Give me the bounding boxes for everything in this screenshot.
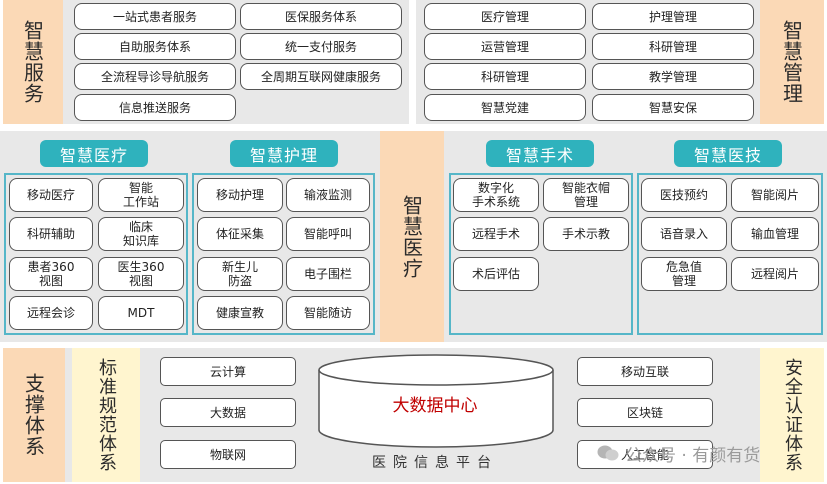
smart-management-label: 智慧管理 (760, 0, 824, 124)
service-item: 全周期互联网健康服务 (240, 63, 402, 90)
service-item: 全流程导诊导航服务 (74, 63, 236, 90)
watermark: 公众号 · 有颜有货 (597, 439, 807, 467)
chat-bubble-icon (597, 445, 619, 461)
medical-item: 智能 工作站 (98, 178, 184, 212)
medtech-item: 危急值 管理 (641, 257, 727, 291)
group-title-nursing: 智慧护理 (230, 140, 338, 167)
nursing-item: 电子围栏 (286, 257, 370, 291)
nursing-item: 体征采集 (197, 217, 283, 251)
medical-item: 科研辅助 (9, 217, 93, 251)
group-frame-nursing (192, 173, 375, 335)
management-item: 智慧党建 (424, 94, 586, 121)
service-item: 统一支付服务 (240, 33, 402, 60)
surgery-item: 数字化 手术系统 (453, 178, 539, 212)
nursing-item: 健康宣教 (197, 296, 283, 330)
nursing-item: 智能随访 (286, 296, 370, 330)
standard-system-label: 标准规范体系 (72, 348, 140, 482)
service-item: 一站式患者服务 (74, 3, 236, 30)
big-data-center-label: 大数据中心 (392, 395, 478, 416)
service-item: 信息推送服务 (74, 94, 236, 121)
medtech-item: 语音录入 (641, 217, 727, 251)
management-item: 医疗管理 (424, 3, 586, 30)
management-item: 护理管理 (592, 3, 754, 30)
nursing-item: 移动护理 (197, 178, 283, 212)
medical-item: 医生360 视图 (98, 257, 184, 291)
management-item: 科研管理 (424, 63, 586, 90)
nursing-item: 输液监测 (286, 178, 370, 212)
service-item: 医保服务体系 (240, 3, 402, 30)
surgery-item: 术后评估 (453, 257, 539, 291)
management-item: 科研管理 (592, 33, 754, 60)
medical-item: 远程会诊 (9, 296, 93, 330)
nursing-item: 智能呼叫 (286, 217, 370, 251)
management-item: 智慧安保 (592, 94, 754, 121)
support-item: 大数据 (160, 398, 296, 427)
support-item: 人工智能 (577, 440, 713, 469)
medtech-item: 远程阅片 (731, 257, 819, 291)
security-system-label: 安全认证体系 (760, 348, 824, 482)
smart-service-label: 智慧服务 (3, 0, 63, 124)
support-item: 移动互联 (577, 357, 713, 386)
management-item: 运营管理 (424, 33, 586, 60)
group-frame-surgery (449, 173, 633, 335)
group-title-medical: 智慧医疗 (40, 140, 148, 167)
support-item: 区块链 (577, 398, 713, 427)
medical-item: MDT (98, 296, 184, 330)
service-item: 自助服务体系 (74, 33, 236, 60)
support-system-label: 支撑体系 (3, 348, 65, 482)
nursing-item: 新生儿 防盗 (197, 257, 283, 291)
medtech-item: 输血管理 (731, 217, 819, 251)
medtech-item: 医技预约 (641, 178, 727, 212)
group-title-surgery: 智慧手术 (486, 140, 594, 167)
hospital-platform-label: 医院信息平台 (372, 455, 498, 471)
surgery-item: 手术示教 (543, 217, 629, 251)
group-title-medtech: 智慧医技 (674, 140, 782, 167)
medtech-item: 智能阅片 (731, 178, 819, 212)
support-item: 物联网 (160, 440, 296, 469)
medical-item: 移动医疗 (9, 178, 93, 212)
group-frame-medtech (637, 173, 823, 335)
medical-item: 患者360 视图 (9, 257, 93, 291)
surgery-item: 智能衣帽 管理 (543, 178, 629, 212)
watermark-text: 公众号 · 有颜有货 (625, 445, 761, 466)
smart-medical-center-label: 智慧医疗 (380, 131, 444, 342)
management-item: 教学管理 (592, 63, 754, 90)
support-item: 云计算 (160, 357, 296, 386)
medical-item: 临床 知识库 (98, 217, 184, 251)
surgery-item: 远程手术 (453, 217, 539, 251)
database-cylinder (318, 354, 554, 448)
group-frame-medical (4, 173, 188, 335)
